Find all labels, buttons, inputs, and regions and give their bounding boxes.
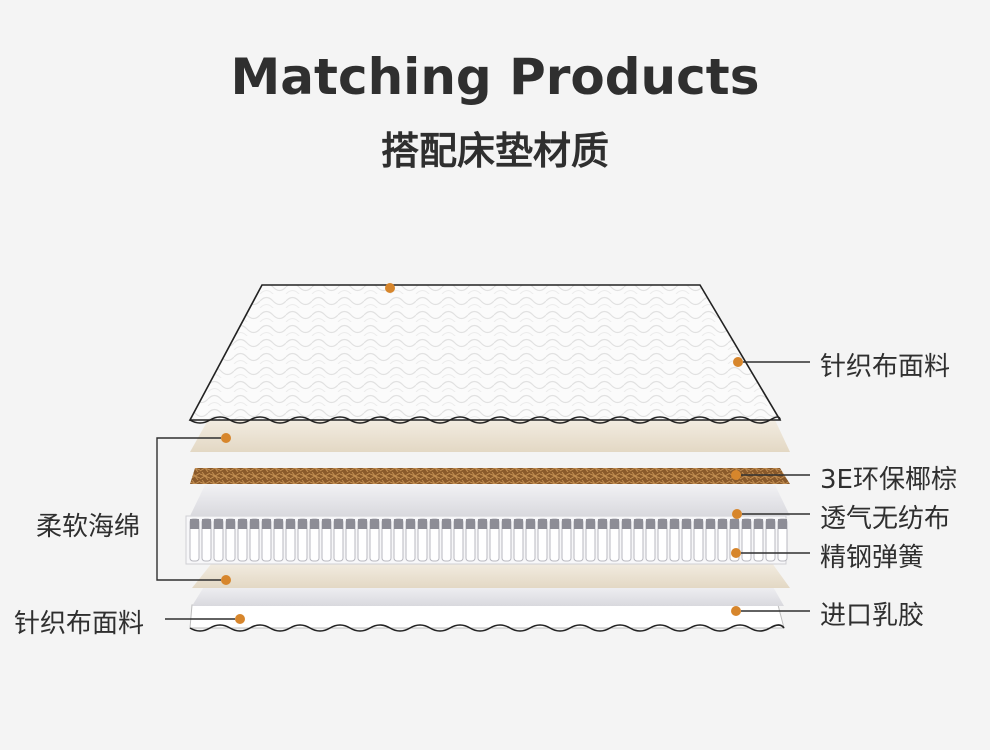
label-soft-foam: 柔软海绵 — [36, 512, 141, 542]
spring-coil-top — [550, 519, 559, 529]
spring-coil-top — [658, 519, 667, 529]
spring-coil-top — [370, 519, 379, 529]
spring-coil-top — [778, 519, 787, 529]
spring-coil-top — [766, 519, 775, 529]
spring-coil-top — [214, 519, 223, 529]
marker-dot-nonwoven — [732, 509, 742, 519]
spring-coil-top — [358, 519, 367, 529]
spring-coil-top — [466, 519, 475, 529]
spring-coil-top — [322, 519, 331, 529]
markers — [221, 357, 743, 624]
page-title-cn: 搭配床垫材质 — [380, 129, 609, 173]
spring-coil-top — [574, 519, 583, 529]
label-nonwoven: 透气无纺布 — [820, 504, 951, 534]
spring-coil-top — [190, 519, 199, 529]
spring-layer — [185, 515, 788, 565]
spring-coil-top — [298, 519, 307, 529]
spring-coil-top — [598, 519, 607, 529]
spring-coil-top — [622, 519, 631, 529]
spring-coil-top — [202, 519, 211, 529]
marker-dot-fabric-bottom — [235, 614, 245, 624]
upper-foam-layer — [190, 420, 790, 452]
spring-coil-top — [694, 519, 703, 529]
spring-coil-top — [262, 519, 271, 529]
label-spring: 精钢弹簧 — [820, 543, 925, 573]
spring-coil-top — [730, 519, 739, 529]
lower-foam-layer — [192, 563, 790, 588]
spring-coil-top — [718, 519, 727, 529]
spring-coil-top — [670, 519, 679, 529]
marker-dot-spring — [731, 548, 741, 558]
spring-coil-top — [502, 519, 511, 529]
latex-layer — [192, 585, 784, 606]
spring-coil-top — [238, 519, 247, 529]
label-latex: 进口乳胶 — [820, 601, 925, 631]
spring-coil-top — [514, 519, 523, 529]
spring-coil-top — [610, 519, 619, 529]
spring-coil-top — [646, 519, 655, 529]
spring-coil-top — [310, 519, 319, 529]
coir-layer — [190, 468, 790, 484]
spring-coil-top — [490, 519, 499, 529]
spring-coil-top — [742, 519, 751, 529]
spring-coil-top — [526, 519, 535, 529]
spring-coil-top — [274, 519, 283, 529]
spring-coil-top — [430, 519, 439, 529]
marker-dot-foam-top — [221, 433, 231, 443]
spring-coil-top — [418, 519, 427, 529]
brand-badge-icon — [385, 283, 395, 293]
marker-dot-foam-bottom — [221, 575, 231, 585]
spring-coil-top — [754, 519, 763, 529]
top-fabric-layer — [188, 283, 782, 424]
spring-coil-top — [394, 519, 403, 529]
spring-coil-top — [382, 519, 391, 529]
spring-coil-top — [562, 519, 571, 529]
leader-lines-right — [741, 361, 810, 612]
spring-coil-top — [634, 519, 643, 529]
leader-lines-left — [156, 437, 235, 620]
marker-dot-fabric-top — [733, 357, 743, 367]
page-title-en: Matching Products — [230, 48, 760, 106]
spring-coil-top — [538, 519, 547, 529]
spring-coil-top — [346, 519, 355, 529]
label-knit-fabric-bottom: 针织布面料 — [14, 609, 145, 639]
spring-coil-top — [226, 519, 235, 529]
marker-dot-coir — [731, 470, 741, 480]
spring-coil-top — [250, 519, 259, 529]
spring-coil-top — [406, 519, 415, 529]
spring-coil-top — [286, 519, 295, 529]
nonwoven-layer — [190, 485, 790, 516]
bottom-fabric-layer — [189, 604, 785, 632]
spring-coil-top — [442, 519, 451, 529]
label-coir: 3E环保椰棕 — [820, 465, 957, 495]
spring-coil-top — [586, 519, 595, 529]
spring-coil-top — [682, 519, 691, 529]
spring-coil-top — [478, 519, 487, 529]
label-knit-fabric-top: 针织布面料 — [820, 352, 951, 382]
spring-coil-top — [454, 519, 463, 529]
marker-dot-latex — [731, 606, 741, 616]
spring-coil-top — [706, 519, 715, 529]
spring-coil-top — [334, 519, 343, 529]
